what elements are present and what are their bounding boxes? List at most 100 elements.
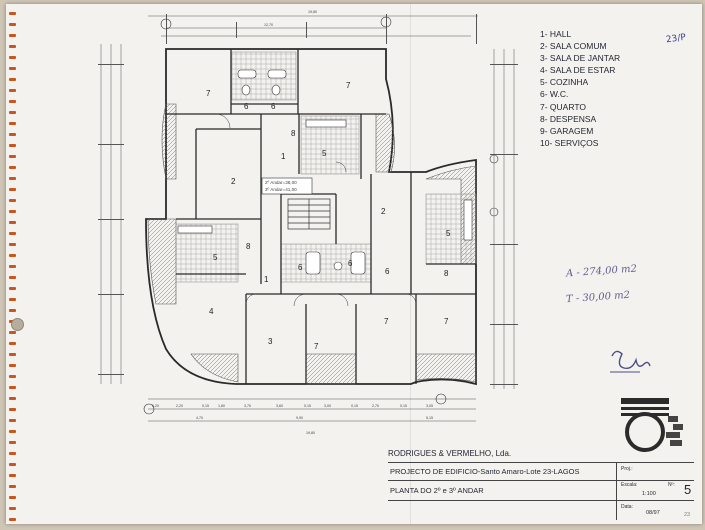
binding-ring [9,408,16,411]
dim-br-0: 0,20 [152,404,159,408]
binding-ring [9,265,16,268]
dim-top-total: 19,80 [308,10,317,14]
binding-ring [9,122,16,125]
binding-ring [9,232,16,235]
company-logo [621,398,683,452]
legend-item: 9- GARAGEM [540,125,594,136]
dim-bottom-a: 4,70 [196,416,203,420]
binding-ring [9,144,16,147]
binding-ring [9,463,16,466]
dim-br-8: 0,15 [351,404,358,408]
fixtures [177,69,473,275]
drawing-sheet: 19,80 12,70 19,80 4,70 9,90 5,15 0,20 2,… [6,4,702,524]
legend-item: 2- SALA COMUM [540,41,607,52]
room-despensa-2: 8 [246,242,251,251]
binding-ring [9,243,16,246]
room-wc-4: 6 [348,259,353,268]
binding-ring [9,430,16,433]
room-quarto-s2: 7 [384,317,389,326]
proj-label: Proj.: [621,466,633,472]
plan-title: PLANTA DO 2º e 3º ANDAR [390,486,484,495]
binding-ring [9,474,16,477]
dim-br-10: 0,15 [400,404,407,408]
room-sala-estar: 4 [209,307,214,316]
escala-label: Escala: [621,482,638,488]
company-name: RODRIGUES & VERMELHO, Lda. [388,449,512,458]
binding-ring [9,199,16,202]
binding-ring [9,485,16,488]
binding-ring [9,12,16,15]
floor-plan: 19,80 12,70 19,80 4,70 9,90 5,15 0,20 2,… [98,10,683,452]
binding-ring [9,45,16,48]
binding-ring [9,364,16,367]
dim-br-6: 0,15 [304,404,311,408]
title-block: RODRIGUES & VERMELHO, Lda. PROJECTO DE E… [388,444,694,520]
legend-item: 7- QUARTO [540,101,586,112]
legend-item: 5- COZINHA [540,77,589,88]
room-wc-1: 6 [244,102,249,111]
room-hall-2: 1 [264,275,269,284]
floor-note-2: 2º Andar=38,00 [265,180,297,185]
room-despensa-1: 8 [291,129,296,138]
dim-br-7: 3,00 [324,404,331,408]
binding-ring [9,331,16,334]
binding-ring [9,452,16,455]
room-wc-5: 6 [385,267,390,276]
floor-note-3: 3º Andar=41,00 [265,187,297,192]
dim-bottom-row: 0,20 2,20 0,15 1,80 3,70 3,60 0,15 3,00 … [152,404,433,408]
dim-bottom-b: 9,90 [296,416,303,420]
binding-ring [9,518,16,521]
punch-hole [11,318,24,331]
binding-ring [9,56,16,59]
room-legend: 1- HALL 2- SALA COMUM 3- SALA DE JANTAR … [540,28,620,149]
sheet-number: 5 [684,482,692,497]
signature [611,350,651,370]
dim-br-3: 1,80 [218,404,225,408]
room-wc-3: 6 [298,263,303,272]
binding-ring [9,188,16,191]
data-value: 08/97 [646,510,660,516]
binding-ring [9,67,16,70]
binding-ring [9,221,16,224]
binding-ring [9,287,16,290]
binding-ring [9,276,16,279]
binding-ring [9,111,16,114]
binding-ring [9,441,16,444]
dim-br-9: 2,70 [372,404,379,408]
legend-item: 10- SERVIÇOS [540,137,599,148]
binding-ring [9,100,16,103]
project-title: PROJECTO DE EDIFICIO-Santo Amaro-Lote 23… [390,467,580,476]
dim-top-mid: 12,70 [264,23,273,27]
escala-value: 1:100 [642,491,656,497]
legend-item: 4- SALA DE ESTAR [540,65,616,76]
legend-item: 8- DESPENSA [540,113,597,124]
room-hall-1: 1 [281,152,286,161]
binding-ring [9,397,16,400]
room-wc-2: 6 [271,102,276,111]
dim-bottom-total: 19,80 [306,431,315,435]
tiled-rooms [175,51,477,283]
room-labels: 7 6 6 7 8 1 5 2 2 5 8 5 1 6 6 6 8 4 3 7 … [206,81,451,351]
room-sala-jantar: 3 [268,337,273,346]
spiral-binding [6,4,22,524]
binding-ring [9,309,16,312]
binding-ring [9,298,16,301]
binding-ring [9,89,16,92]
binding-ring [9,155,16,158]
dim-br-4: 3,70 [244,404,251,408]
interior-walls [166,49,476,384]
num-label: Nº: [668,482,675,488]
binding-ring [9,78,16,81]
room-sala-comum-1: 2 [231,177,236,186]
binding-ring [9,342,16,345]
door-swings [215,113,417,307]
binding-ring [9,166,16,169]
binding-ring [9,177,16,180]
room-quarto-nw: 7 [206,89,211,98]
binding-ring [9,34,16,37]
binding-ring [9,353,16,356]
room-cozinha-3: 5 [446,229,451,238]
dim-br-2: 0,15 [202,404,209,408]
room-despensa-3: 8 [444,269,449,278]
dim-br-1: 2,20 [176,404,183,408]
